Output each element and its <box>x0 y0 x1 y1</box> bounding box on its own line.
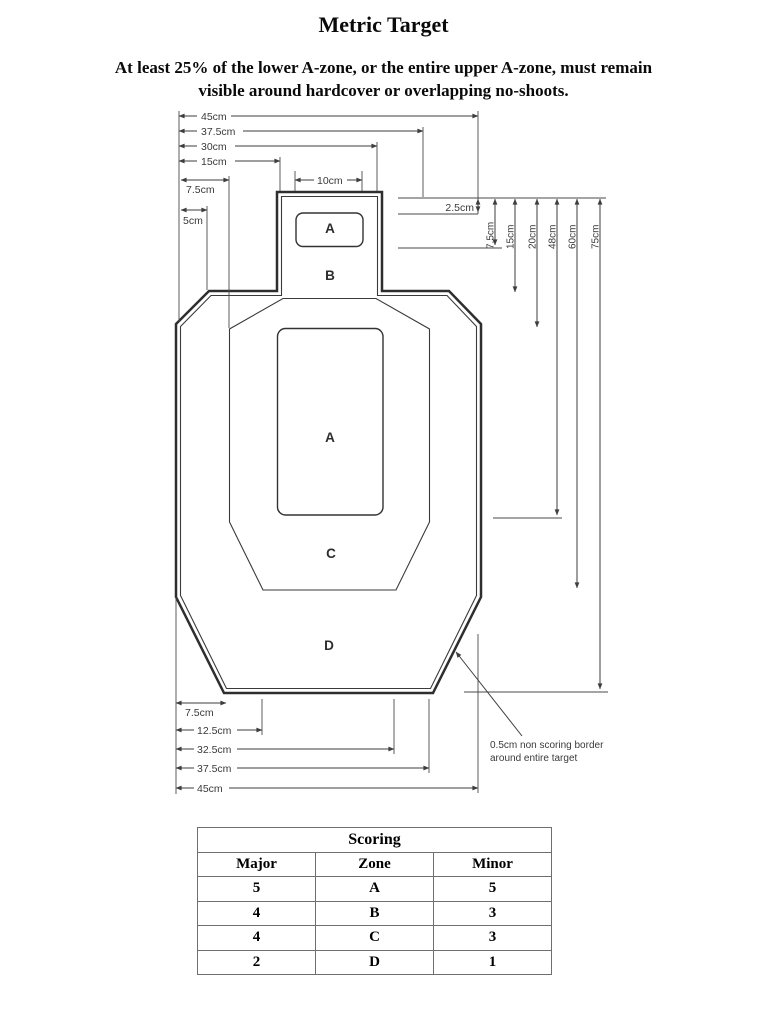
dim-right-15cm: 15cm <box>506 225 517 249</box>
zone-label-b: B <box>325 268 335 283</box>
col-header-zone: Zone <box>315 851 434 877</box>
dim-bottom-7-5cm: 7.5cm <box>185 707 214 719</box>
right-dimensions: 7.5cm 15cm 20cm 48cm 60cm 75cm <box>486 198 603 690</box>
bottom-dimensions: 7.5cm 12.5cm 32.5cm 37.5cm 45cm <box>175 700 479 795</box>
page-subtitle: At least 25% of the lower A-zone, or the… <box>0 56 767 102</box>
zone-label-upper-a: A <box>325 221 335 236</box>
border-note: 0.5cm non scoring border around entire t… <box>455 651 604 764</box>
table-cell: 4 <box>197 925 316 951</box>
dim-bottom-12-5cm: 12.5cm <box>197 725 232 737</box>
dim-right-75cm: 75cm <box>591 225 602 249</box>
dim-top-30cm: 30cm <box>201 141 227 153</box>
zone-label-c: C <box>326 546 336 561</box>
note-leader-line <box>455 651 523 737</box>
table-row: 5 A 5 <box>197 876 552 902</box>
dim-right-20cm: 20cm <box>528 225 539 249</box>
page-title: Metric Target <box>318 12 449 37</box>
dim-right-60cm: 60cm <box>568 225 579 249</box>
dim-right-48cm: 48cm <box>548 225 559 249</box>
table-cell: A <box>315 876 434 902</box>
target-nonscoring-border-line <box>179 195 478 690</box>
dim-head-10cm: 10cm <box>317 175 343 187</box>
table-cell: 3 <box>433 925 552 951</box>
extension-lines <box>175 111 608 794</box>
dim-top-5cm: 5cm <box>183 215 203 227</box>
target-outer-outline <box>174 190 483 695</box>
c-zone-outline <box>228 297 431 591</box>
dim-bottom-32-5cm: 32.5cm <box>197 744 232 756</box>
zone-label-lower-a: A <box>325 430 335 445</box>
table-cell: 4 <box>197 900 316 926</box>
table-row: 2 D 1 <box>197 949 552 975</box>
subtitle-line-2: visible around hardcover or overlapping … <box>198 81 569 100</box>
table-cell: 5 <box>433 876 552 902</box>
table-row: 4 C 3 <box>197 925 552 951</box>
zone-label-d: D <box>324 638 334 653</box>
table-cell: 1 <box>433 949 552 975</box>
dim-bottom-45cm: 45cm <box>197 783 223 795</box>
table-cell: B <box>315 900 434 926</box>
lower-a-zone-outline <box>276 327 384 516</box>
dim-right-7-5cm: 7.5cm <box>486 222 497 249</box>
target-silhouette: A B A C D <box>174 190 483 695</box>
table-cell: 2 <box>197 949 316 975</box>
table-cell: 5 <box>197 876 316 902</box>
col-header-minor: Minor <box>433 851 552 877</box>
note-line-1: 0.5cm non scoring border <box>490 740 604 751</box>
table-row: 4 B 3 <box>197 900 552 926</box>
dim-2-5cm: 2.5cm <box>445 202 474 214</box>
dim-top-45cm: 45cm <box>201 111 227 123</box>
top-dimensions: 45cm 37.5cm 30cm 15cm 7.5cm 5cm 10cm 2.5… <box>178 111 481 227</box>
upper-a-zone-outline <box>295 212 364 248</box>
table-cell: C <box>315 925 434 951</box>
note-line-2: around entire target <box>490 753 578 764</box>
dim-top-7-5cm: 7.5cm <box>186 184 215 196</box>
dim-top-15cm: 15cm <box>201 156 227 168</box>
scoring-table-title: Scoring <box>197 827 552 853</box>
dim-bottom-37-5cm: 37.5cm <box>197 763 232 775</box>
table-cell: 3 <box>433 900 552 926</box>
subtitle-line-1: At least 25% of the lower A-zone, or the… <box>114 58 653 77</box>
dim-top-37-5cm: 37.5cm <box>201 126 236 138</box>
col-header-major: Major <box>197 851 316 877</box>
scoring-table: Scoring Major Zone Minor 5 A 5 4 B 3 4 C… <box>197 827 552 975</box>
table-cell: D <box>315 949 434 975</box>
